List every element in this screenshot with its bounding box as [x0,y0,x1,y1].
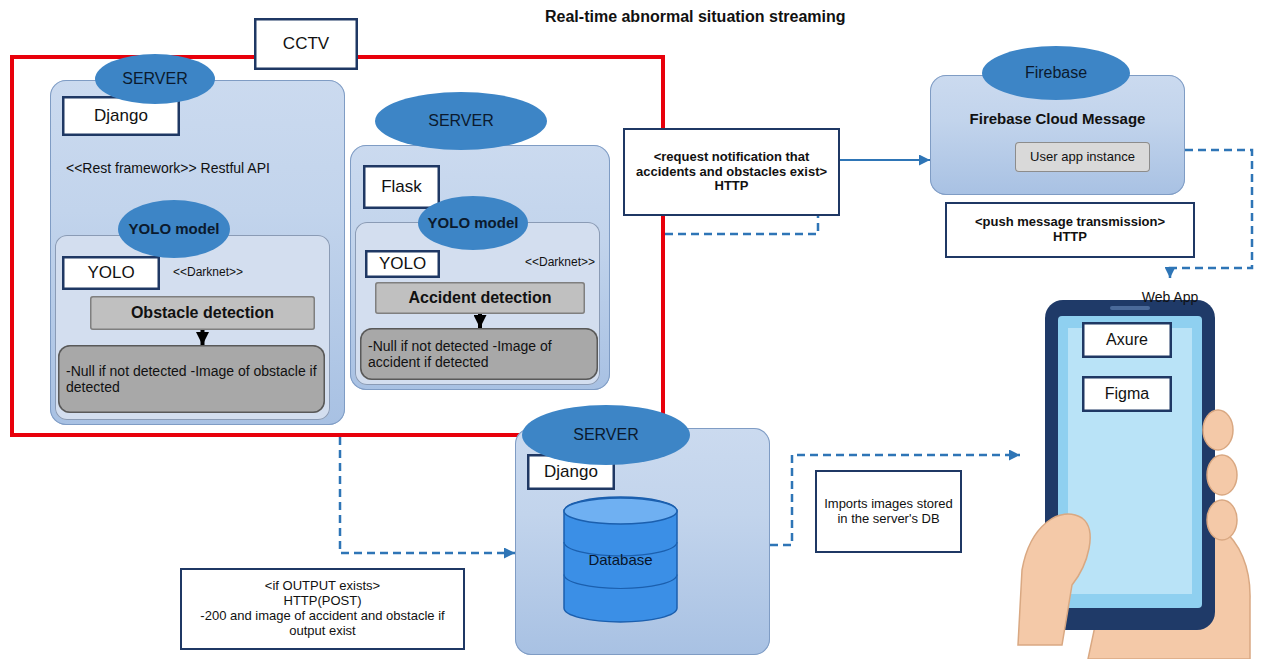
connector-arrow [840,159,930,161]
node-text: YOLO model [129,220,220,237]
node-text: HTTP [1053,230,1087,245]
node-text: Web App [1142,289,1199,305]
node-text: YOLO [379,254,426,274]
callout-box: <request notification that accidents and… [623,128,840,216]
connector-arrow [478,314,482,328]
node-text: Firebase [1025,64,1087,82]
node-text: -Null if not detected -Image of accident… [368,338,590,370]
connector-arrow [340,437,515,553]
node-text: HTTP(POST) [284,594,362,609]
darknet-note: <<Darknet>> [522,252,598,274]
node-text: HTTP [715,179,749,194]
database-cylinder: Database [563,497,678,622]
firebase-body: User app instanceFirebaseFirebase Cloud … [930,75,1185,195]
server-ellipse: SERVER [95,54,215,104]
connector-arrow [665,216,818,234]
framework-box: YOLO [365,250,440,278]
firebase-ellipse: Firebase [982,46,1130,100]
service-name: Firebase Cloud Message [934,106,1181,132]
cctv-box: CCTV [254,18,358,70]
node-text: <<Rest framework>> Restful API [66,160,270,176]
node-text: -200 and image of accident and obstacle … [186,609,459,639]
hand-phone [1018,300,1250,659]
tool-box: Axure [1082,322,1172,358]
node-text: Django [94,106,148,126]
server-body: DjangoDatabase SERVER [515,428,770,655]
model-ellipse: YOLO model [418,196,528,250]
node-text: -Null if not detected -Image of obstacle… [66,363,317,395]
callout-box: Imports images stored in the server's DB [815,470,962,553]
framework-box: Flask [363,165,440,209]
node-text: Flask [381,177,422,197]
node-text: SERVER [573,426,639,444]
node-text: SERVER [428,112,494,130]
node-text: CCTV [283,34,329,54]
node-text: YOLO [87,263,134,283]
node-text: <push message transmission> [975,215,1165,230]
server-ellipse: SERVER [375,92,547,150]
darknet-note: <<Darknet>> [164,262,252,284]
connector-arrow [201,330,205,345]
node-text: YOLO model [428,214,519,231]
node-text: Imports images stored in the server's DB [821,497,956,527]
result-box: -Null if not detected -Image of accident… [360,328,598,380]
web-app-phone: AxureFigma Web App [1020,278,1242,655]
framework-box: YOLO [62,256,160,290]
tool-box: Figma [1082,376,1172,412]
model-group: YOLO Obstacle detection -Null if not detec… [55,235,330,420]
node-text: SERVER [122,70,188,88]
node-text: Firebase Cloud Message [970,110,1146,127]
server-body: DjangoYOLO Obstacle detection -Null if not… [50,80,345,425]
node-text: <request notification that accidents and… [629,150,834,180]
cctv-region: DjangoYOLO Obstacle detection -Null if not… [10,55,665,437]
process-box: Accident detection [375,282,585,314]
result-box: -Null if not detected -Image of obstacle… [58,345,325,413]
server-body: FlaskYOLO Accident detection -Null if not … [350,145,610,390]
node-text: <<Darknet>> [173,266,243,280]
node-text: Axure [1106,331,1148,349]
node-text: <if OUTPUT exists> [265,579,380,594]
app-label: Web App [1120,285,1220,310]
model-ellipse: YOLO model [118,200,230,258]
diagram-title: Real-time abnormal situation streaming [545,8,846,26]
instance-box: User app instance [1015,142,1150,172]
node-text: User app instance [1030,150,1135,165]
api-note: <<Rest framework>> Restful API [66,146,328,190]
node-text: Accident detection [408,289,551,307]
node-text: Database [588,551,652,568]
node-text: Django [544,462,598,482]
model-group: YOLO Accident detection -Null if not detec… [355,222,600,385]
node-text: <<Darknet>> [525,256,595,270]
callout-box: <if OUTPUT exists>HTTP(POST)-200 and ima… [180,568,465,650]
callout-box: <push message transmission>HTTP [945,202,1195,258]
server-ellipse: SERVER [522,405,690,465]
node-text: Figma [1105,385,1149,403]
node-text: Obstacle detection [131,304,274,322]
process-box: Obstacle detection [90,296,315,330]
